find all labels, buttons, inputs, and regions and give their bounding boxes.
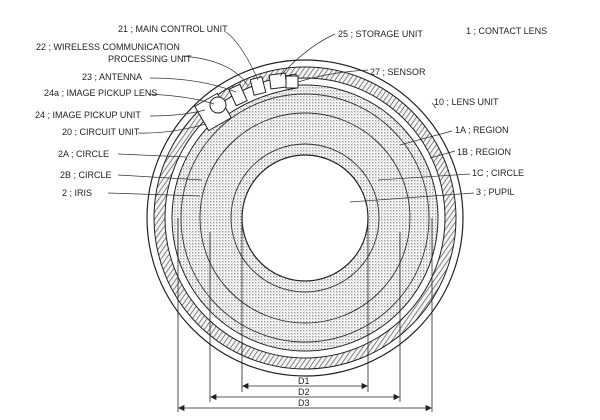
- label-region-1b: 1B ; REGION: [457, 147, 511, 157]
- label-image-pickup-lens: 24a ; IMAGE PICKUP LENS: [44, 88, 157, 98]
- label-sensor: 27 ; SENSOR: [370, 67, 426, 77]
- circle-1c: [230, 143, 380, 293]
- sensor-block: [285, 75, 299, 89]
- label-iris: 2 ; IRIS: [62, 188, 92, 198]
- pupil: [241, 154, 369, 282]
- antenna-block: [228, 83, 248, 107]
- dimension-lines: [177, 218, 433, 412]
- image-pickup-lens: [209, 96, 227, 114]
- label-wireless-unit-line1: 22 ; WIRELESS COMMUNICATION: [36, 42, 180, 52]
- circle-2b: [199, 112, 411, 324]
- label-wireless-unit-line2: PROCESSING UNIT: [108, 54, 192, 64]
- leader-lines: [107, 31, 475, 203]
- label-lens-unit: 10 ; LENS UNIT: [434, 97, 499, 107]
- dimension-d1: D1: [298, 376, 310, 386]
- label-circle-1c: 1C ; CIRCLE: [472, 168, 524, 178]
- label-main-control-unit: 21 ; MAIN CONTROL UNIT: [118, 24, 228, 34]
- label-storage-unit: 25 ; STORAGE UNIT: [338, 29, 423, 39]
- circuit-unit: [194, 72, 299, 132]
- label-pupil: 3 ; PUPIL: [476, 187, 515, 197]
- storage-block: [268, 72, 288, 90]
- label-image-pickup-unit: 24 ; IMAGE PICKUP UNIT: [35, 110, 141, 120]
- main-control-block: [249, 76, 267, 96]
- label-circuit-unit: 20 ; CIRCUIT UNIT: [62, 127, 140, 137]
- dimension-d2: D2: [298, 387, 310, 397]
- circle-2a: [180, 93, 430, 343]
- dimension-d3: D3: [298, 398, 310, 408]
- label-region-1a: 1A ; REGION: [455, 125, 509, 135]
- title-contact-lens: 1 ; CONTACT LENS: [466, 26, 547, 36]
- label-circle-2a: 2A ; CIRCLE: [58, 149, 109, 159]
- label-antenna: 23 ; ANTENNA: [82, 72, 142, 82]
- label-circle-2b: 2B ; CIRCLE: [60, 170, 112, 180]
